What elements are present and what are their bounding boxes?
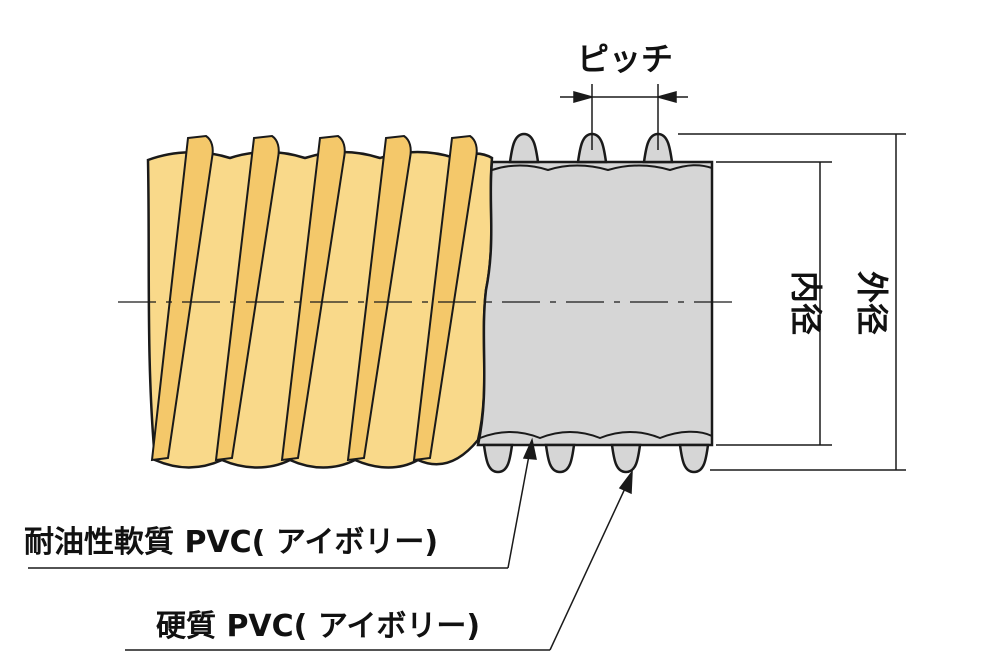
pitch-label: ピッチ <box>577 40 673 78</box>
bottom-ribs <box>482 443 710 474</box>
soft-material-label: 耐油性軟質 PVC( アイボリー) <box>24 525 438 560</box>
helix-grooves <box>150 134 478 462</box>
outer-diameter-label: 外径 <box>853 271 891 335</box>
hard-pvc-section <box>476 160 714 447</box>
hard-material-label: 硬質 PVC( アイボリー) <box>156 609 480 644</box>
inner-diameter-label: 内径 <box>787 271 825 335</box>
soft-material-leader <box>28 437 537 569</box>
top-ribs <box>508 132 674 164</box>
inner-diameter-dimension <box>716 161 832 446</box>
pitch-dimension <box>560 84 688 150</box>
hard-material-leader <box>125 469 633 651</box>
outer-diameter-dimension <box>678 133 906 471</box>
